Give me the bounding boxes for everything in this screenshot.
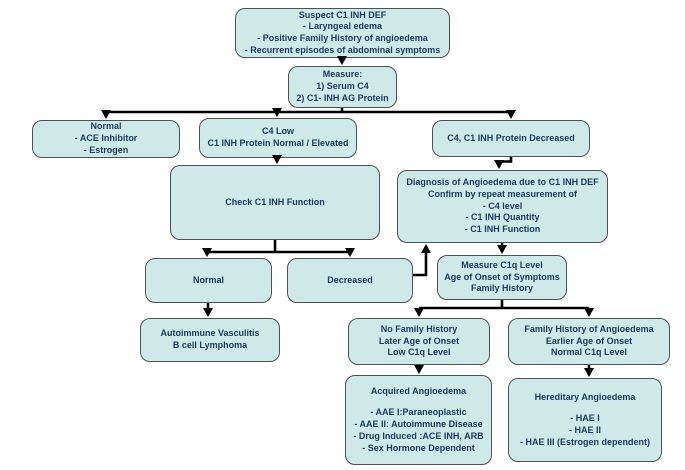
node-measure-c1q-level: Measure C1q Level Age of Onset of Sympto… [437, 255, 567, 300]
node-line: Earlier Age of Onset [545, 335, 633, 346]
node-line: - HAE II [568, 425, 601, 435]
node-line: B cell Lymphoma [172, 340, 248, 350]
node-line: - HAE I [570, 413, 600, 424]
node-function-normal: Normal [145, 258, 272, 303]
node-line: - AAE II: Autoimmune Disease [354, 419, 483, 430]
node-line: Suspect C1 INH DEF [298, 9, 387, 20]
node-diagnosis-c1-inh-def: Diagnosis of Angioedema due to C1 INH DE… [397, 170, 608, 243]
node-line: - AAE I:Paraneoplastic [370, 407, 467, 418]
node-family-history-angioedema: Family History of Angioedema Earlier Age… [508, 318, 670, 365]
node-line: - C4 level [482, 200, 523, 211]
node-line: Decreased [327, 274, 373, 285]
node-line: - Laryngeal edema [302, 21, 383, 32]
node-line: - C1 INH Quantity [465, 212, 540, 223]
node-line: Age of Onset of Symptoms [444, 271, 560, 282]
node-line: Low C1q Level [387, 347, 451, 358]
node-autoimmune-vasculitis: Autoimmune Vasculitis B cell Lymphoma [140, 318, 280, 362]
node-line: - C1 INH Function [464, 224, 541, 235]
node-hereditary-angioedema: Hereditary Angioedema - HAE I - HAE II -… [508, 378, 662, 462]
node-line: - Sex Hormone Dependent [362, 442, 475, 453]
node-line: C4, C1 INH Protein Decreased [447, 132, 575, 143]
node-measure: Measure: 1) Serum C4 2) C1- INH AG Prote… [288, 66, 397, 108]
node-line: - ACE Inhibitor [74, 133, 138, 144]
node-function-decreased: Decreased [287, 258, 413, 303]
node-suspect-c1-inh-def: Suspect C1 INH DEF - Laryngeal edema - P… [235, 8, 450, 58]
node-line: Confirm by repeat measurement of [427, 188, 578, 199]
node-line: Normal [192, 274, 224, 285]
node-line: Later Age of Onset [378, 335, 460, 346]
node-no-family-history: No Family History Later Age of Onset Low… [348, 318, 490, 365]
node-line: Measure: [322, 69, 363, 80]
node-line: 2) C1- INH AG Protein [296, 92, 389, 103]
node-line: Normal [90, 121, 122, 132]
node-line: Autoimmune Vasculitis [160, 328, 260, 339]
node-line: - Recurrent episodes of abdominal sympto… [244, 44, 441, 55]
node-line: C4 Low [261, 126, 294, 137]
node-line: Acquired Angioedema [370, 385, 467, 396]
node-line: Measure C1q Level [461, 259, 543, 270]
node-acquired-angioedema: Acquired Angioedema - AAE I:Paraneoplast… [345, 375, 492, 465]
node-c4-low: C4 Low C1 INH Protein Normal / Elevated [199, 118, 357, 158]
node-line: - HAE III (Estrogen dependent) [519, 436, 650, 447]
node-line: Check C1 INH Function [225, 196, 325, 207]
node-c4-c1-inh-protein-decreased: C4, C1 INH Protein Decreased [432, 120, 590, 157]
node-line: Family History [470, 283, 534, 294]
node-line: Family History of Angioedema [524, 323, 654, 334]
node-line: C1 INH Protein Normal / Elevated [207, 138, 349, 148]
node-line: 1) Serum C4 [316, 81, 369, 92]
node-check-c1-inh-function: Check C1 INH Function [170, 165, 380, 240]
node-line: - Drug Induced :ACE INH, ARB [353, 430, 484, 441]
node-line: No Family History [380, 323, 458, 334]
node-line: - Estrogen [83, 144, 129, 155]
node-line: Normal C1q Level [550, 347, 628, 358]
node-line: Diagnosis of Angioedema due to C1 INH DE… [406, 177, 599, 188]
node-normal-ace-inhibitor: Normal - ACE Inhibitor - Estrogen [32, 120, 180, 158]
node-line: - Positive Family History of angioedema [257, 33, 428, 43]
node-line: Hereditary Angioedema [534, 391, 636, 402]
